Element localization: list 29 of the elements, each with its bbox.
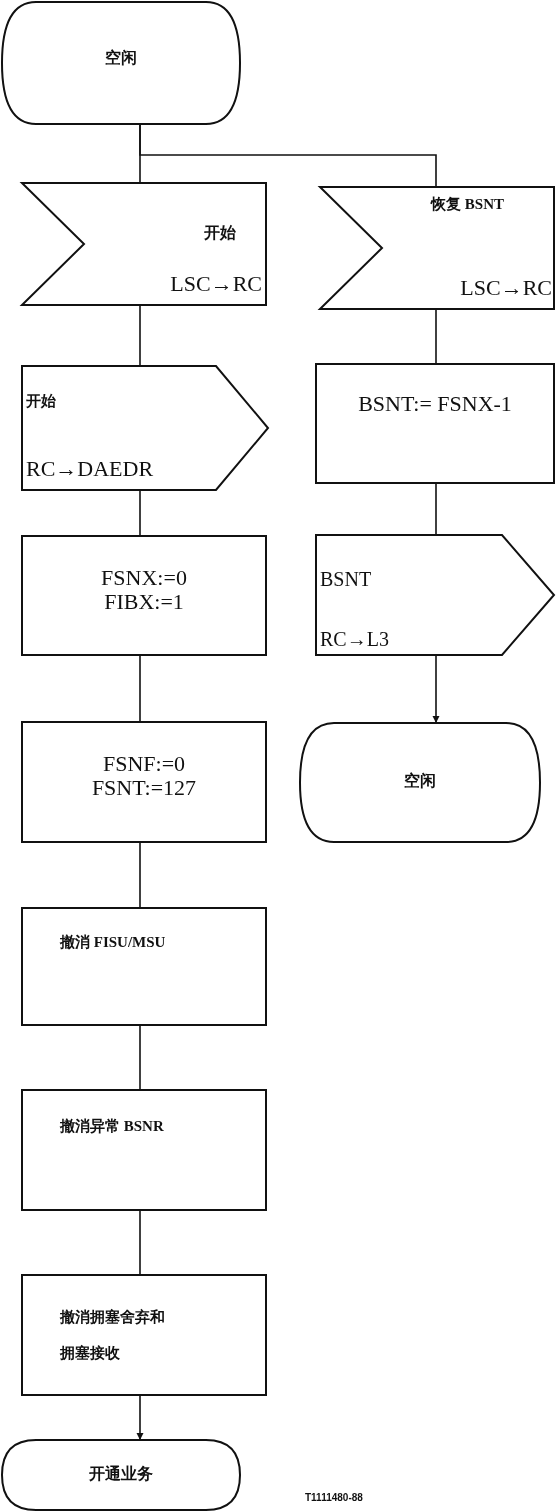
node-text: 开始 [26,392,56,411]
node-text: FSNF:=0 FSNT:=127 [90,752,198,801]
node-text: 空闲 [403,771,437,791]
node-text: 撤消拥塞舍弃和拥塞接收 [60,1308,165,1363]
node-text: BSNT:= FSNX-1 [357,392,513,417]
node-text: FSNX:=0 FIBX:=1 [100,566,188,615]
flow-line [139,841,141,909]
node-text: RC→L3 [320,628,389,651]
arrow [136,1394,144,1441]
node-text: 开始 [204,223,236,243]
flow-line [139,1209,141,1276]
flow-line [435,482,437,536]
flow-line [435,308,437,365]
node-text: 空闲 [104,48,138,68]
node-text: 撤消 FISU/MSU [60,933,166,952]
node-text: BSNT [320,568,372,591]
figure-number: T1111480-88 [305,1492,363,1503]
node-text: 撤消异常 BSNR [60,1117,164,1136]
arrow [432,654,440,724]
node-text: LSC→RC [170,271,262,297]
flow-line [139,123,437,188]
flow-line [139,654,141,723]
node-text: LSC→RC [460,275,552,301]
flow-line [139,489,141,537]
node-text: 恢复 BSNT [431,195,504,214]
node-text: RC→DAEDR [26,456,154,482]
flow-line [139,1024,141,1091]
flow-line [139,304,141,367]
node-text: 开通业务 [88,1464,154,1484]
